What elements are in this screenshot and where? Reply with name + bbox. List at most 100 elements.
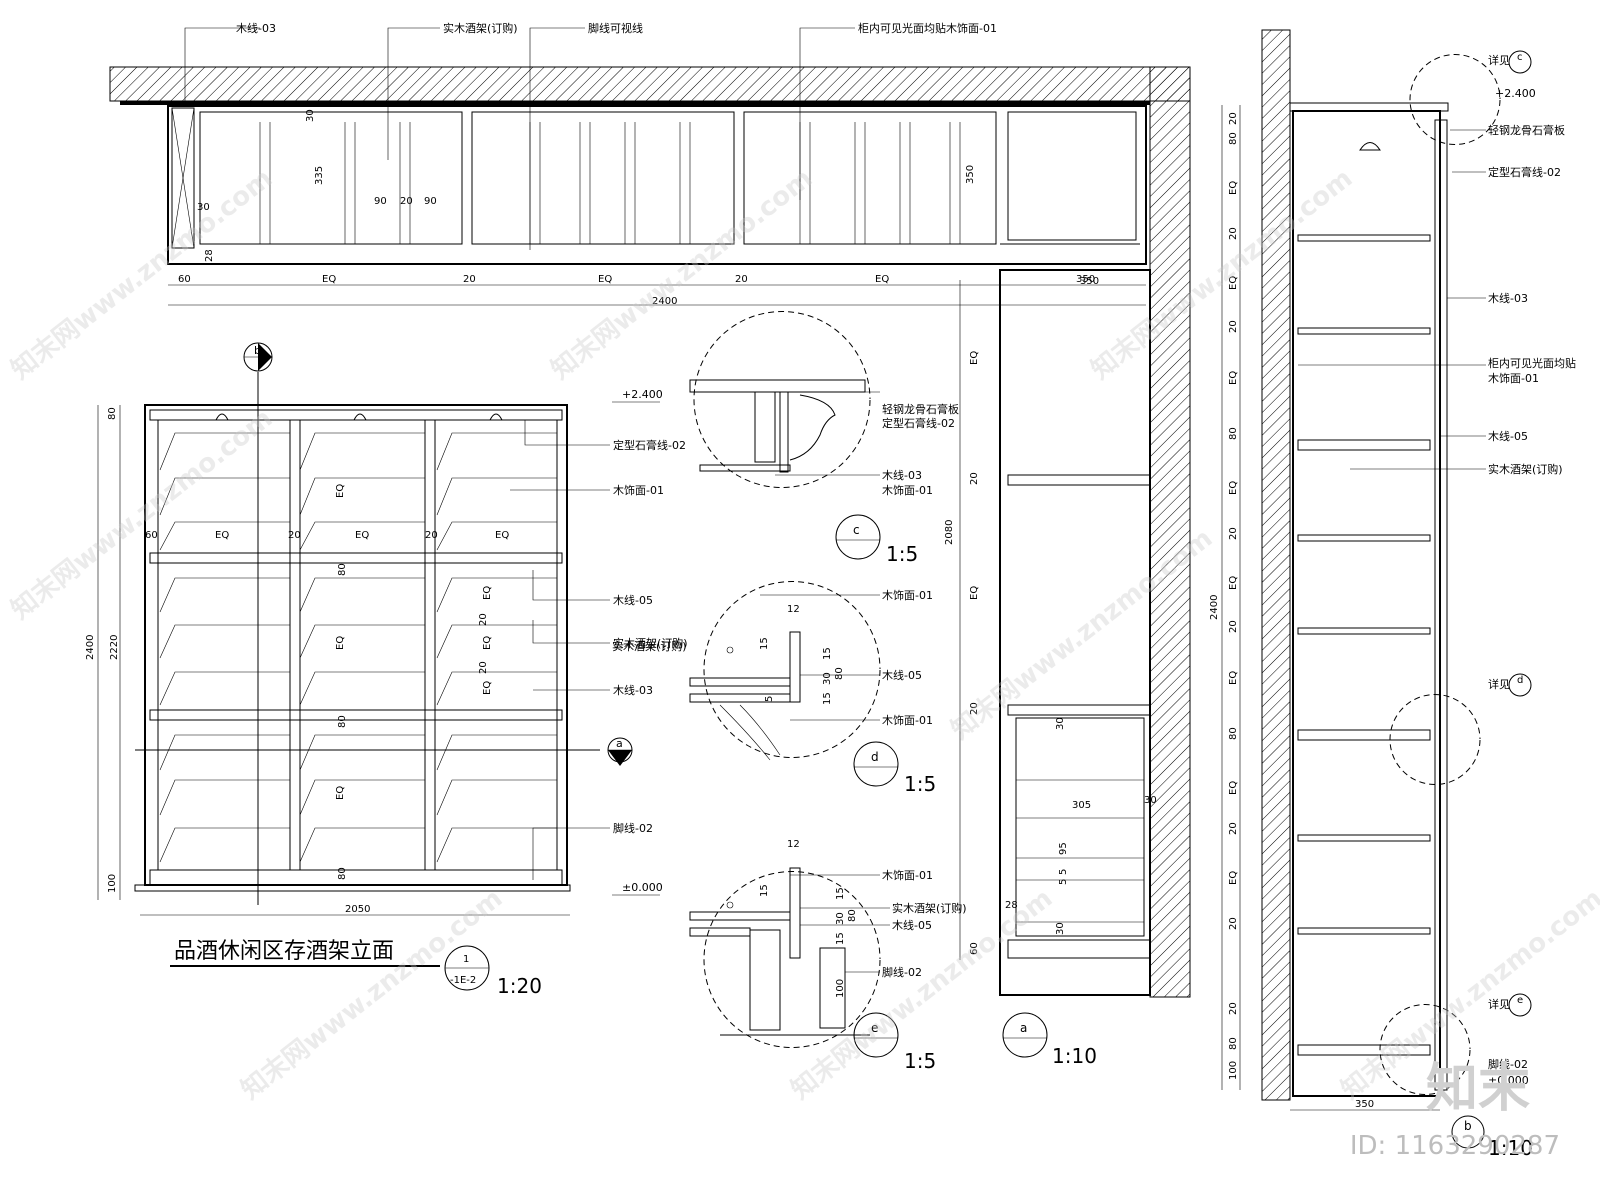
sec-b-v16: 20 [1228,917,1239,930]
sec-a-dim-20b: 20 [969,702,980,715]
detail-d-dim-80: 80 [834,667,845,680]
sec-a-dim-30c: 30 [1055,922,1066,935]
plan-bay-3 [743,111,997,245]
sec-b-v17: EQ [1228,781,1239,795]
elev-level-top: +2.400 [622,388,663,401]
sec-a-dim-5b: 5 [1058,879,1069,885]
sec-b-level-top: +2.400 [1495,87,1536,100]
sec-b-shelves [1297,234,1431,1056]
elevation-scale: 1:20 [497,974,542,998]
plan-wall-top [109,66,1191,102]
elev-eq-v2: EQ [335,636,346,650]
detail-e: 12 15 15 30 15 80 100 木饰面-01 实木酒架(订购) 木线… [689,839,967,1073]
plan-dim-eq-3: EQ [875,274,889,285]
elevation-view: b a 80 2220 2400 100 2050 60 EQ 20 EQ 20… [85,342,688,998]
detail-d-label-wood-line-05: 木线-05 [882,668,922,682]
downlight-3 [489,413,503,421]
plan-dim-2400: 2400 [652,296,677,307]
sec-b-v19: EQ [1228,871,1239,885]
sec-b-see-d-letter: d [1517,675,1523,686]
plan-bay-4 [1007,111,1137,241]
sec-a-dim-20a: 20 [969,472,980,485]
detail-d-dim-30: 30 [822,672,833,685]
downlight-2 [353,413,367,421]
sec-b-v1: 20 [1228,112,1239,125]
detail-d-letter: d [871,750,879,764]
detail-c-label-veneer-01: 木饰面-01 [882,483,933,497]
detail-d-dim-12: 12 [787,604,800,615]
sec-b-v20: 80 [1228,1037,1239,1050]
elev-row-20a: 20 [288,530,301,541]
detail-d-dim-15b: 15 [822,647,833,660]
elevation-title: 品酒休闲区存酒架立面 [174,939,394,964]
elev-80-c: 80 [337,867,348,880]
watermark-1: 知末网www.znzmo.com [6,163,278,385]
plan-wall-face [120,101,1150,105]
sec-a-dim-2080: 2080 [944,520,955,545]
section-b-ref [1451,1115,1485,1149]
sec-a-dim-95: 95 [1058,842,1069,855]
plan-dim-350: 350 [1076,274,1095,285]
sec-b-v4: 20 [1228,227,1239,240]
elev-80-b: 80 [337,715,348,728]
elev-dim-2220: 2220 [109,635,120,660]
detail-e-dim-30: 30 [835,912,846,925]
sec-b-wall [1261,29,1291,1101]
watermark-stamp: 知末 [1425,1059,1530,1119]
elevation-ref-sheet: -1E-2 [450,975,476,986]
sec-b-v14: EQ [1228,671,1239,685]
elevation-callout-b: b [254,344,261,357]
detail-e-dim-15c: 15 [835,932,846,945]
elev-label-wood-line-05: 木线-05 [613,593,653,607]
elev-dim-80: 80 [107,407,118,420]
elev-row-20b: 20 [425,530,438,541]
watermark-6: 知末网www.znzmo.com [236,883,508,1105]
plan-slats [259,122,961,244]
elev-20-a: 20 [478,613,489,626]
sec-b-label-wood-rack: 实木酒架(订购) [1488,462,1563,476]
section-a-scale: 1:10 [1052,1044,1097,1068]
section-b-scale: 1:10 [1488,1136,1533,1160]
elev-label-wood-rack: 实木酒架(订购) [613,636,688,650]
detail-c-label-gypsum-02: 定型石膏线-02 [882,416,955,430]
elevation-callout-a: a [616,737,623,750]
elev-label-wood-line-03: 木线-03 [613,683,653,697]
detail-e-scale: 1:5 [904,1049,936,1073]
plan-dim-28: 28 [204,249,215,262]
elev-80-a: 80 [337,563,348,576]
elev-row-eq1: EQ [215,530,229,541]
plan-dim-20-2: 20 [735,274,748,285]
sec-b-v15: 80 [1228,727,1239,740]
sec-b-label-inner-b: 木饰面-01 [1488,371,1539,385]
detail-e-dim-15a: 15 [759,884,770,897]
detail-c: 轻钢龙骨石膏板 定型石膏线-02 木线-03 木饰面-01 c 1:5 [689,311,959,566]
sec-a-dim-30b: 30 [1144,795,1157,806]
plan-label-wood-line-03: 木线-03 [236,21,276,35]
plan-dim-350v: 350 [965,165,976,184]
sec-b-total: 2400 [1209,595,1220,620]
sec-b-v11: 20 [1228,620,1239,633]
elev-eq-v4: EQ [482,586,493,600]
sec-b-label-inner-a: 柜内可见光面均贴 [1488,356,1576,370]
sec-b-label-gypsum-02: 定型石膏线-02 [1488,165,1561,179]
elevation-shelves [159,432,557,863]
detail-e-ref [853,1012,899,1058]
watermark-2: 知末网www.znzmo.com [546,163,818,385]
elev-row-60: 60 [145,530,158,541]
plan-dim-eq-1: EQ [322,274,336,285]
sec-a-dim-eq1: EQ [969,351,980,365]
detail-e-dim-15b: 15 [835,887,846,900]
plan-dim-60: 60 [178,274,191,285]
elev-eq-v1: EQ [335,484,346,498]
sec-b-see-c: 详见 [1488,53,1510,67]
detail-c-scale: 1:5 [886,542,918,566]
detail-e-label-veneer: 木饰面-01 [882,868,933,882]
sec-b-downlight [1359,142,1381,151]
sec-b-see-e-letter: e [1517,995,1523,1006]
plan-label-inner-veneer: 柜内可见光面均贴木饰面-01 [858,21,997,35]
detail-e-dim-80: 80 [847,909,858,922]
sec-b-label-wood-line-05: 木线-05 [1488,429,1528,443]
sec-b-v18: 20 [1228,1002,1239,1015]
detail-d-scale: 1:5 [904,772,936,796]
plan-dim-20-1: 20 [463,274,476,285]
